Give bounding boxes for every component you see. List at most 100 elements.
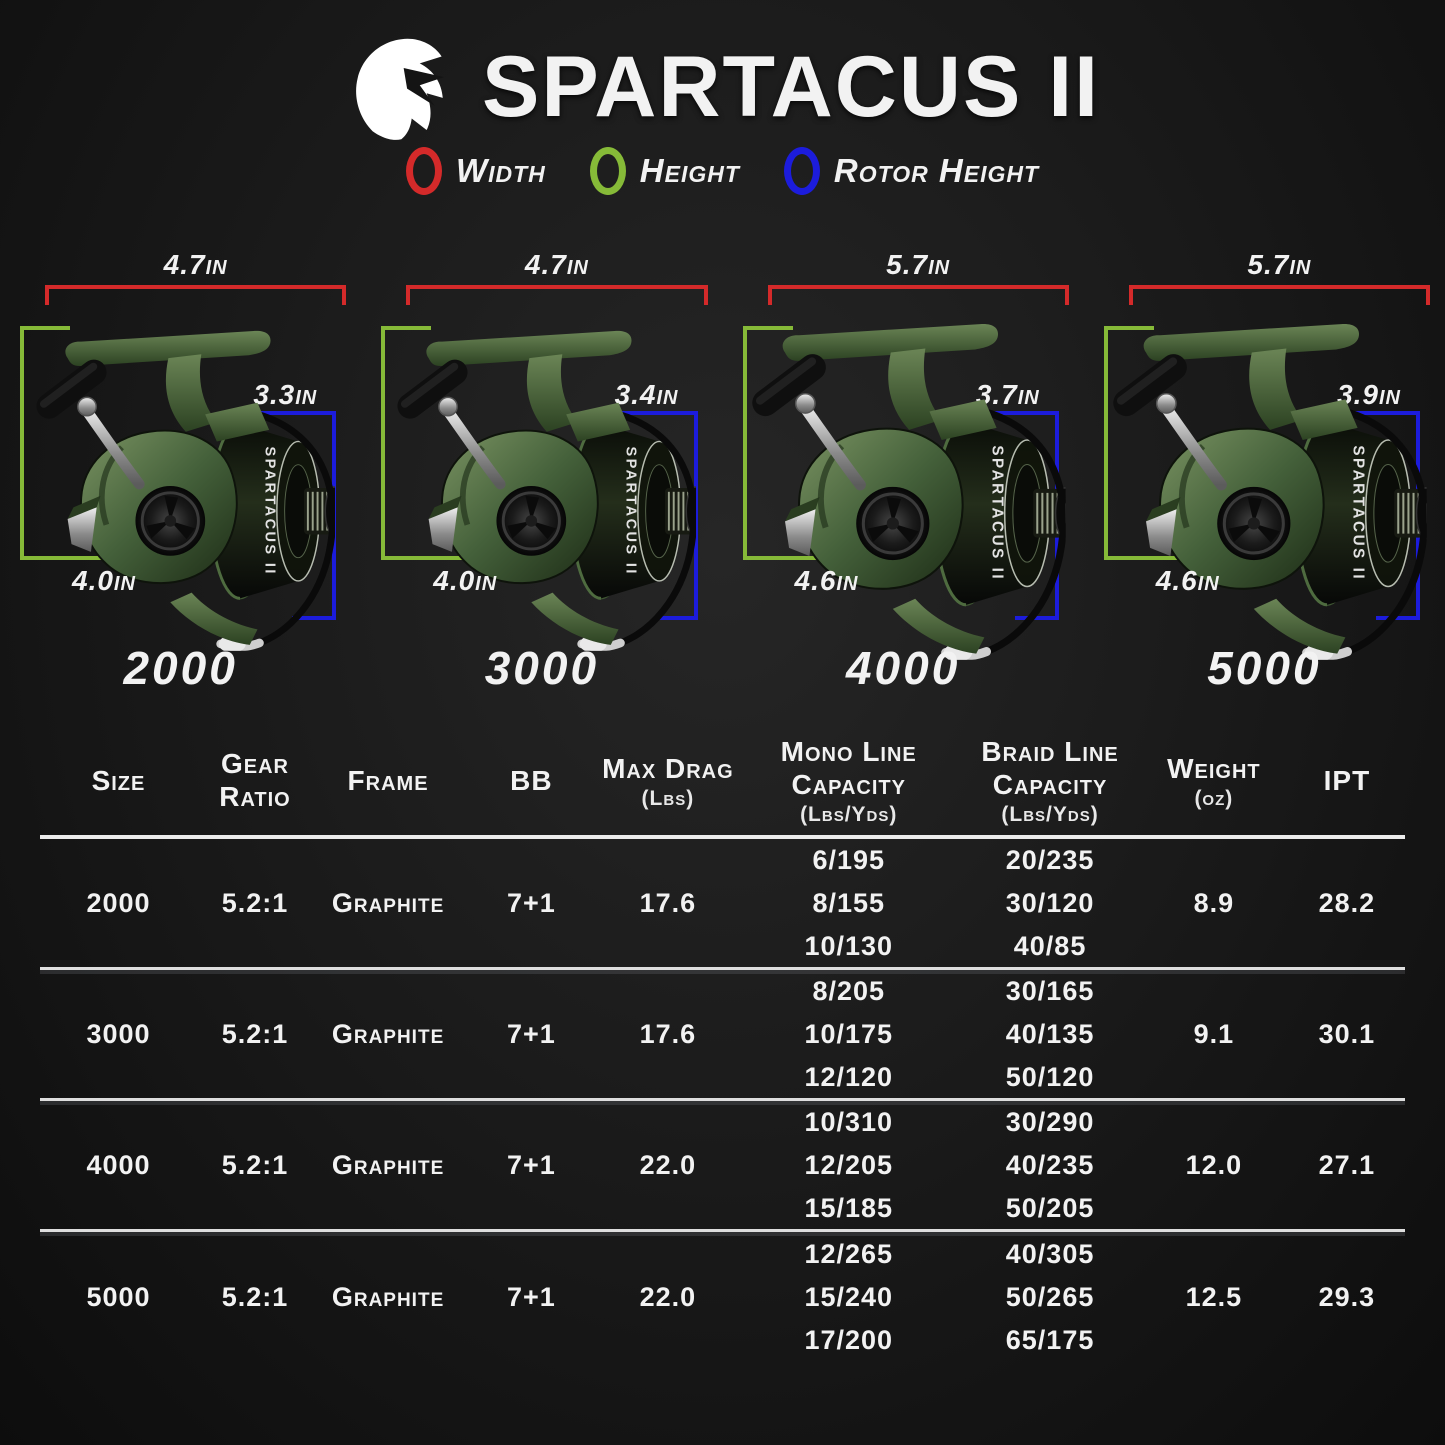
cell-ipt: 28.2 — [1318, 888, 1376, 918]
reel-size-label: 4000 — [845, 642, 961, 694]
capacity-line: 12/120 — [804, 1062, 894, 1092]
cell-bb: 7+1 — [506, 1282, 556, 1312]
spool-brand-text: SPARTACUS II — [988, 445, 1005, 581]
height-dim-label: 4.0in — [72, 565, 136, 596]
reel-cell-4000: 5.7in 3.7in SPARTACUS II 4.6in 4000 — [723, 221, 1084, 694]
header-cell-frame: Frame — [313, 764, 463, 799]
table-row-3000: 3000 5.2:1 Graphite 7+1 17.6 8/205 10/17… — [40, 970, 1405, 1101]
cell-weight: 9.1 — [1193, 1019, 1235, 1049]
table-row-2000: 2000 5.2:1 Graphite 7+1 17.6 6/195 8/155… — [40, 839, 1405, 970]
capacity-line: 30/290 — [1005, 1107, 1095, 1137]
spec-table-header: Size Gear Ratio Frame BB Max Drag (Lbs) … — [40, 727, 1405, 839]
rotor-height-dim-label: 3.4in — [614, 379, 679, 410]
legend-label: Height — [639, 152, 740, 189]
cell-size: 4000 — [86, 1150, 151, 1180]
width-bracket — [767, 285, 1069, 305]
cell-mono-capacity: 8/205 10/175 12/120 — [736, 970, 961, 1099]
width-dim-label: 4.7in — [163, 249, 228, 280]
capacity-line: 8/155 — [812, 888, 886, 918]
capacity-line: 10/130 — [804, 931, 894, 961]
capacity-line: 17/200 — [804, 1325, 894, 1355]
height-ring-icon — [589, 147, 626, 195]
header-label: Size — [91, 764, 146, 796]
header-label: Mono Line Capacity — [780, 736, 917, 800]
capacity-line: 40/305 — [1005, 1239, 1095, 1269]
reel-photo: SPARTACUS II — [386, 321, 696, 651]
header-cell-ipt: IPT — [1289, 764, 1405, 799]
reel-size-label: 5000 — [1207, 642, 1322, 694]
height-bracket — [1103, 326, 1226, 560]
reel-cell-5000: 5.7in 3.9in SPARTACUS II 4.6in 5000 — [1084, 221, 1445, 694]
cell-ipt: 30.1 — [1318, 1019, 1376, 1049]
legend-item-height: Height — [589, 147, 740, 195]
spool-brand-text: SPARTACUS II — [261, 447, 277, 576]
height-dim-label: 4.0in — [433, 565, 498, 596]
capacity-line: 10/310 — [804, 1107, 894, 1137]
capacity-line: 50/205 — [1005, 1193, 1095, 1223]
reel-photo: SPARTACUS II — [1101, 314, 1427, 660]
header-cell-size: Size — [40, 764, 197, 799]
cell-gear-ratio: 5.2:1 — [221, 1150, 289, 1180]
reel-size-label: 2000 — [123, 642, 238, 694]
cell-max-drag: 22.0 — [639, 1150, 697, 1180]
cell-frame: Graphite — [331, 1019, 445, 1049]
spool-brand-text: SPARTACUS II — [623, 447, 639, 576]
capacity-line: 65/175 — [1005, 1325, 1095, 1355]
capacity-line: 40/135 — [1005, 1019, 1095, 1049]
brand-header: SPARTACUS II — [0, 0, 1445, 125]
width-dim-label: 5.7in — [1247, 249, 1312, 280]
cell-ipt: 27.1 — [1318, 1150, 1376, 1180]
capacity-line: 50/120 — [1005, 1062, 1095, 1092]
cell-weight: 12.5 — [1185, 1282, 1243, 1312]
cell-gear-ratio: 5.2:1 — [221, 1282, 289, 1312]
cell-max-drag: 17.6 — [639, 1019, 697, 1049]
spool-brand-text: SPARTACUS II — [1349, 445, 1366, 581]
cell-weight: 12.0 — [1185, 1150, 1243, 1180]
height-bracket — [381, 326, 504, 560]
capacity-line: 15/240 — [804, 1282, 894, 1312]
cell-gear-ratio: 5.2:1 — [221, 1019, 289, 1049]
spec-table: Size Gear Ratio Frame BB Max Drag (Lbs) … — [40, 727, 1405, 1363]
header-cell-braid-capacity: Braid Line Capacity (Lbs/Yds) — [961, 735, 1138, 827]
header-label: BB — [510, 764, 553, 796]
cell-mono-capacity: 12/265 15/240 17/200 — [736, 1233, 961, 1362]
capacity-line: 50/265 — [1005, 1282, 1095, 1312]
header-sub: (oz) — [1194, 786, 1234, 810]
page-title: SPARTACUS II — [481, 39, 1101, 135]
header-label: Weight — [1167, 752, 1261, 784]
dimension-legend: Width Height Rotor Height — [0, 147, 1445, 195]
capacity-line: 6/195 — [812, 845, 886, 875]
width-bracket — [406, 285, 708, 305]
cell-braid-capacity: 30/290 40/235 50/205 — [961, 1101, 1138, 1230]
width-bracket — [1128, 285, 1430, 305]
header-sub: (Lbs/Yds) — [800, 803, 898, 826]
rotor-height-ring-icon — [783, 147, 820, 195]
height-bracket — [742, 326, 865, 560]
capacity-line: 20/235 — [1005, 845, 1095, 875]
width-bracket — [45, 285, 347, 305]
header-cell-bb: BB — [463, 764, 600, 799]
cell-bb: 7+1 — [506, 888, 556, 918]
capacity-line: 12/265 — [804, 1239, 894, 1269]
capacity-line: 12/205 — [804, 1150, 894, 1180]
rotor-height-dim-label: 3.3in — [253, 379, 318, 410]
capacity-line: 8/205 — [812, 976, 886, 1006]
cell-braid-capacity: 30/165 40/135 50/120 — [961, 970, 1138, 1099]
cell-mono-capacity: 10/310 12/205 15/185 — [736, 1101, 961, 1230]
legend-item-rotor-height: Rotor Height — [783, 147, 1039, 195]
header-label: Braid Line Capacity — [981, 736, 1119, 800]
reel-photo: SPARTACUS II — [25, 321, 335, 651]
reel-diagrams: 4.7in 3.3in SPARTACUS II 4.0in 2000 4.7i… — [0, 221, 1445, 694]
cell-max-drag: 22.0 — [639, 1282, 697, 1312]
header-label: Frame — [347, 764, 429, 796]
capacity-line: 30/165 — [1005, 976, 1095, 1006]
header-sub: (Lbs) — [641, 786, 695, 810]
header-cell-gear-ratio: Gear Ratio — [197, 747, 313, 815]
header-cell-max-drag: Max Drag (Lbs) — [600, 752, 737, 811]
spartan-helmet-icon — [345, 30, 460, 145]
reel-size-label: 3000 — [484, 642, 600, 694]
cell-size: 5000 — [86, 1282, 151, 1312]
cell-gear-ratio: 5.2:1 — [221, 888, 289, 918]
header-label: Gear Ratio — [219, 748, 291, 812]
cell-weight: 8.9 — [1193, 888, 1235, 918]
